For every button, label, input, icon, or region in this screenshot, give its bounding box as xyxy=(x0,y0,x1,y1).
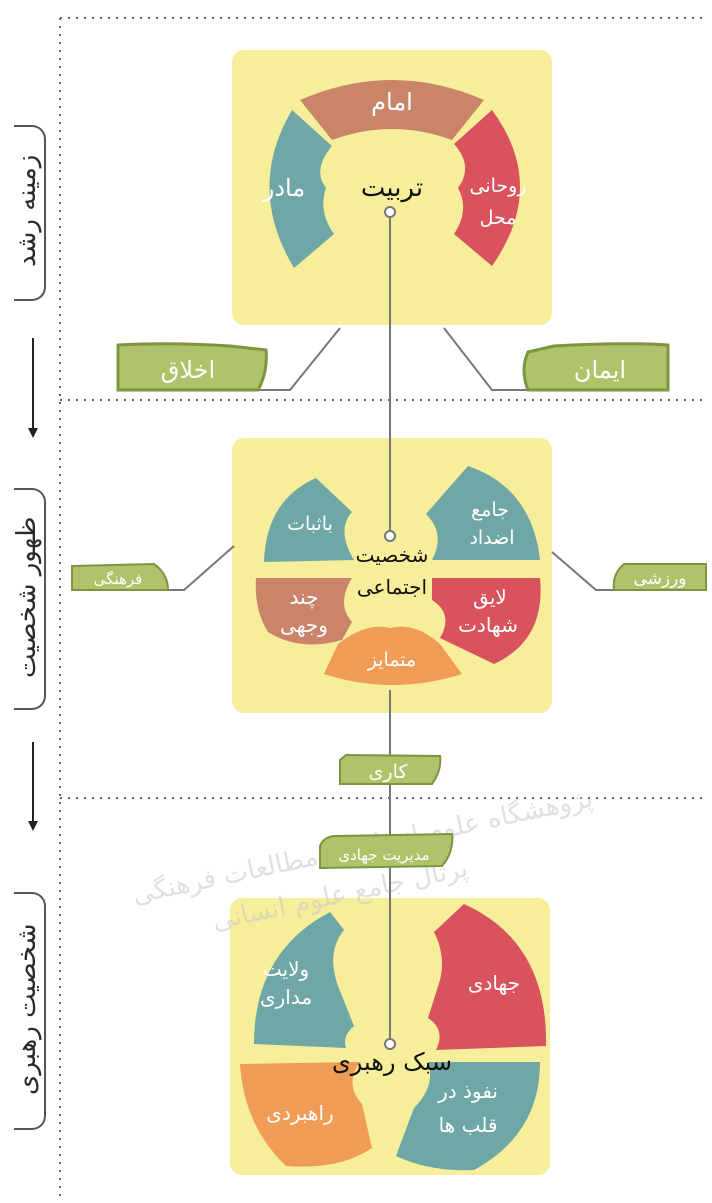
segment-multifaceted xyxy=(255,578,352,645)
node-dot-2 xyxy=(384,530,396,542)
label-work: کاری xyxy=(369,761,409,783)
section-upbringing: امام مادر روحانی محل تربیت اخلاق ایمان xyxy=(116,80,670,530)
segment-strategic xyxy=(240,1062,372,1167)
label-stable: باثبات xyxy=(287,513,333,535)
stage-box-3 xyxy=(14,892,46,1130)
label-distinct: متمایز xyxy=(367,649,416,671)
center-personality-1: شخصیت xyxy=(356,543,429,567)
label-jihadi: جهادی xyxy=(468,971,520,995)
stage-box-1 xyxy=(14,125,46,301)
label-ethics: اخلاق xyxy=(161,356,215,384)
segment-martyrdom xyxy=(432,578,541,664)
tag-work xyxy=(339,753,442,785)
label-comprehensive-1: جامع xyxy=(471,499,509,521)
label-comprehensive-2: اضداد xyxy=(469,527,514,549)
tag-jihadi-management xyxy=(319,832,454,870)
segment-jihadi xyxy=(428,904,547,1050)
label-multifaceted-2: وجهی xyxy=(280,613,328,637)
label-sports: ورزشی xyxy=(633,569,686,589)
segment-stable xyxy=(264,478,354,562)
segment-velayat xyxy=(254,912,354,1048)
label-cultural: فرهنگی xyxy=(94,570,143,588)
tag-sports xyxy=(612,563,707,591)
node-dot-1 xyxy=(384,206,396,218)
label-velayat-2: مداری xyxy=(260,985,312,1009)
tag-faith xyxy=(522,342,670,392)
tag-ethics xyxy=(116,342,268,392)
label-influence-1: نفوذ در xyxy=(437,1079,498,1103)
label-mother: مادر xyxy=(262,174,305,202)
segment-mother xyxy=(269,110,334,268)
label-multifaceted-1: چند xyxy=(290,585,319,609)
center-leadership: سبک رهبری xyxy=(332,1048,452,1076)
label-clergy-1: روحانی xyxy=(469,175,526,197)
segment-clergy xyxy=(454,110,520,266)
section-leadership: ولایت مداری جهادی راهبردی نفوذ در قلب ها… xyxy=(240,904,547,1171)
center-upbringing: تربیت xyxy=(361,173,423,203)
tag-cultural xyxy=(71,562,170,591)
label-imam: امام xyxy=(371,88,413,116)
label-martyrdom-1: لایق xyxy=(473,585,507,609)
label-faith: ایمان xyxy=(574,356,626,384)
stage-box-2 xyxy=(14,488,46,710)
segment-imam xyxy=(300,80,484,140)
branch-line-sports xyxy=(551,551,620,591)
segment-comprehensive xyxy=(426,466,540,560)
label-clergy-2: محل xyxy=(480,207,517,229)
center-personality-2: اجتماعی xyxy=(357,575,427,599)
segment-distinct xyxy=(324,626,462,685)
section-personality: باثبات جامع اضداد چند وجهی لایق شهادت مت… xyxy=(71,466,707,1040)
node-dot-3 xyxy=(384,1038,396,1050)
label-martyrdom-2: شهادت xyxy=(458,613,518,637)
label-strategic: راهبردی xyxy=(266,1101,333,1125)
label-influence-2: قلب ها xyxy=(439,1113,498,1137)
segment-influence xyxy=(396,1062,540,1171)
label-jihadi-management: مدیریت جهادی xyxy=(338,846,429,864)
label-velayat-1: ولایت xyxy=(263,957,309,981)
